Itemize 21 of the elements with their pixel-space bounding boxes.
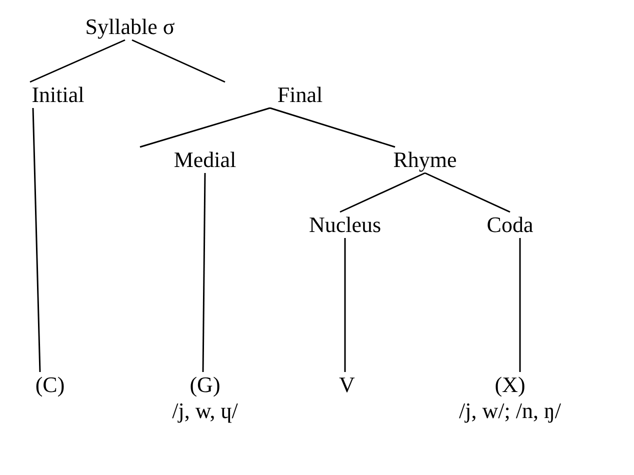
- phoneme-note: /j, w/; /n, ŋ/: [459, 398, 561, 424]
- node-label: (C): [35, 372, 65, 398]
- tree-branch-line: [30, 39, 126, 83]
- node-label: Initial: [32, 82, 84, 108]
- tree-branch-line: [140, 107, 270, 148]
- tree-branch-line: [344, 238, 346, 372]
- tree-branch-line: [270, 107, 396, 148]
- tree-branch-line: [132, 39, 226, 83]
- node-label: Rhyme: [393, 147, 457, 173]
- tree-branch-line: [424, 172, 510, 213]
- tree-branch-line: [32, 108, 41, 372]
- node-label: Medial: [174, 147, 236, 173]
- tree-branch-line: [519, 238, 521, 372]
- node-label: Coda: [486, 212, 534, 238]
- node-label: V: [339, 372, 355, 398]
- node-label: Final: [277, 82, 323, 108]
- node-label: Syllable σ: [85, 14, 175, 40]
- node-label: Nucleus: [308, 212, 382, 238]
- phoneme-note: /j, w, ɥ/: [172, 398, 238, 424]
- tree-branch-line: [340, 172, 426, 213]
- tree-branch-line: [202, 173, 206, 372]
